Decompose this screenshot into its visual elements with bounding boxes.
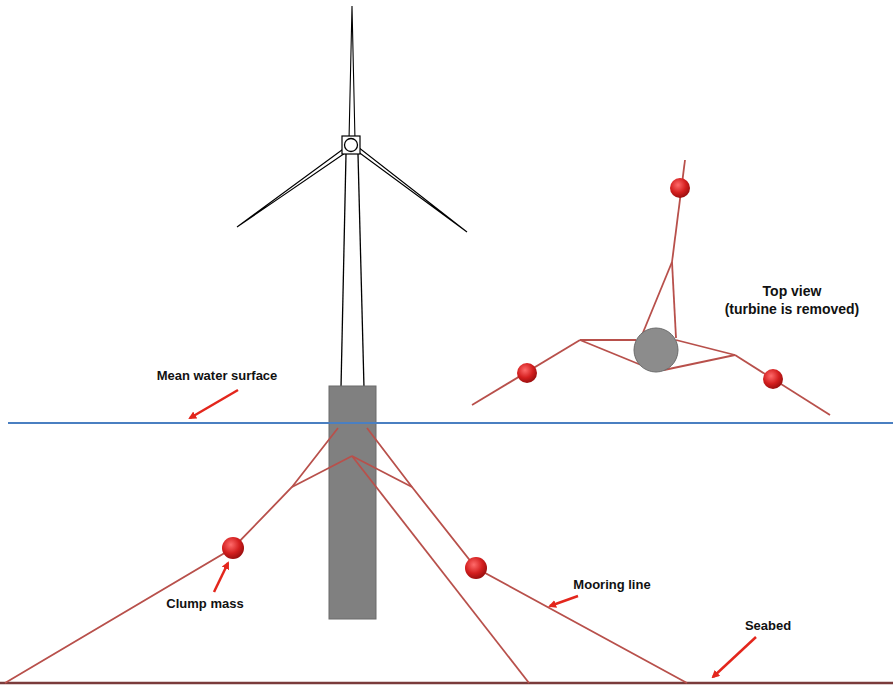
hub <box>345 139 358 152</box>
clump-mass <box>670 178 690 198</box>
top-view-title: Top view <box>763 283 822 300</box>
clump-mass <box>517 363 537 383</box>
spar-top-view <box>634 328 678 372</box>
water-surface-line <box>8 422 893 424</box>
clump-mass-label: Clump mass <box>166 596 243 612</box>
water-surface-label: Mean water surface <box>157 368 278 384</box>
seabed-label: Seabed <box>745 618 791 634</box>
nacelle <box>342 136 360 154</box>
tower <box>341 154 364 388</box>
top-view-note: (turbine is removed) <box>725 301 860 318</box>
clump-mass <box>465 557 487 579</box>
rotor-blades <box>237 6 467 232</box>
spar-buoy <box>329 386 376 619</box>
mooring-line-label: Mooring line <box>573 577 650 593</box>
top-view-mooring <box>472 160 830 415</box>
seabed-line <box>0 682 893 685</box>
clump-mass <box>222 537 244 559</box>
mooring-lines <box>5 428 687 683</box>
leader-arrows <box>190 390 756 677</box>
clump-mass <box>763 369 783 389</box>
